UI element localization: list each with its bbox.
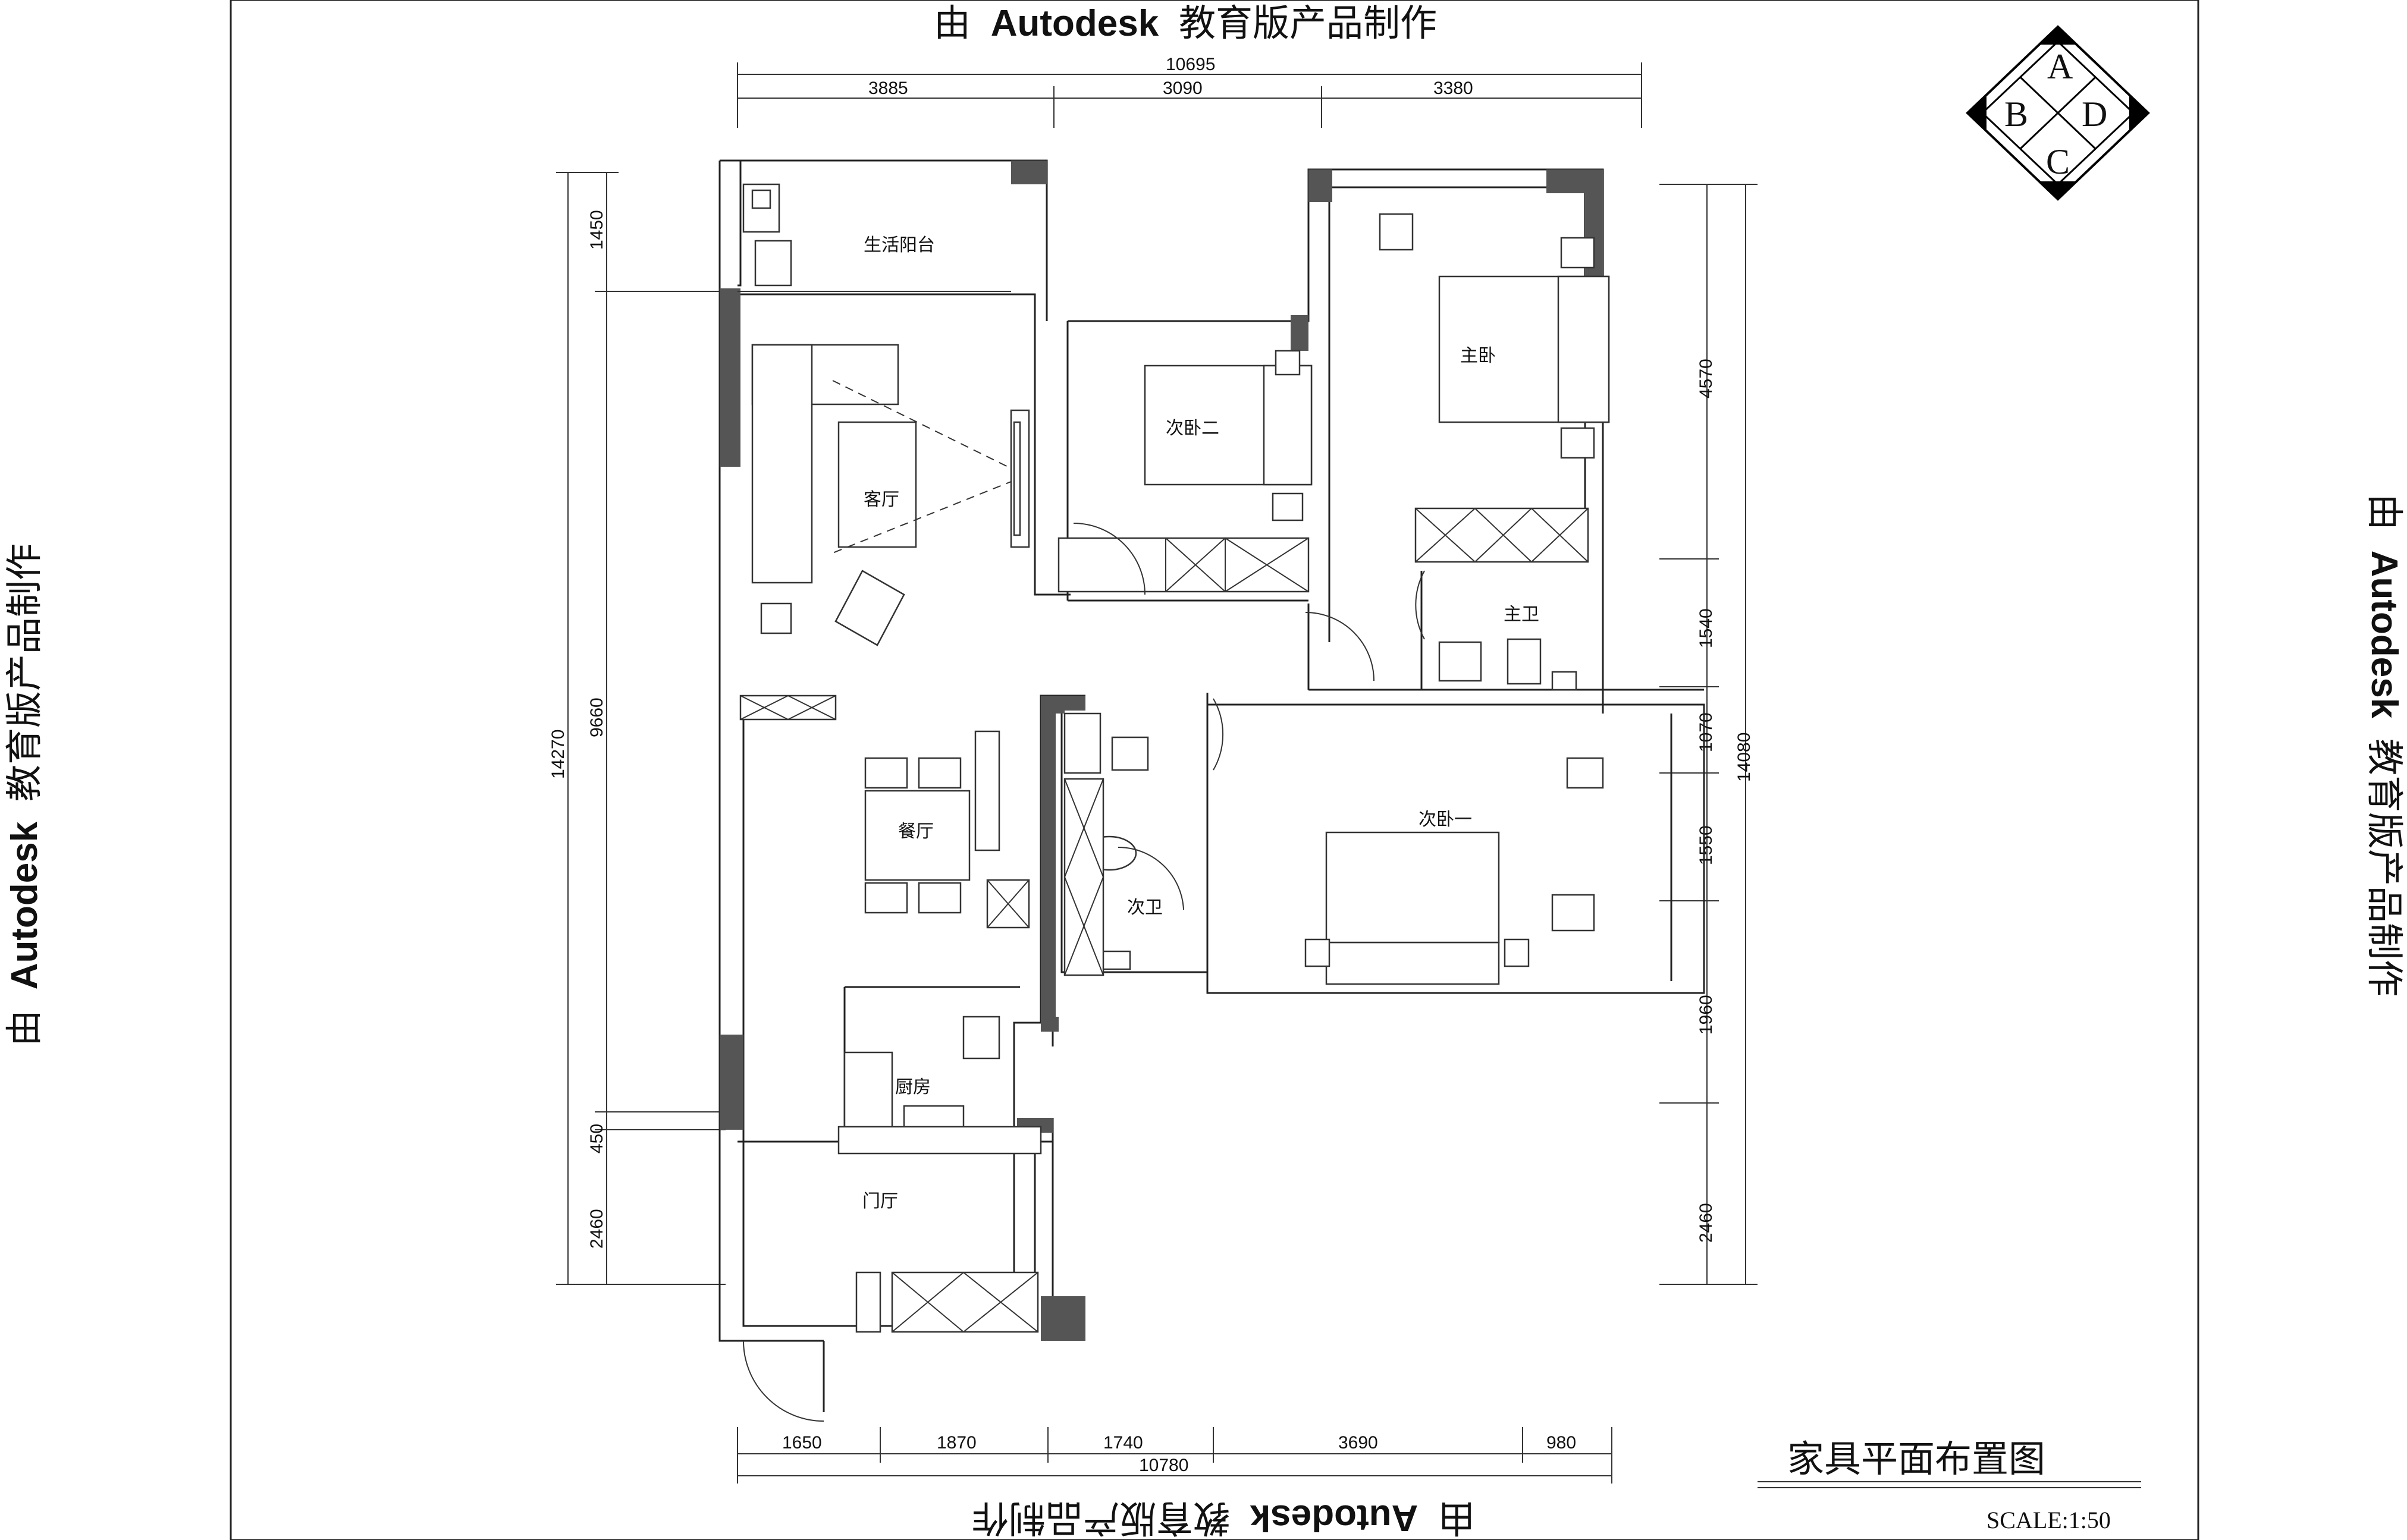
watermark-top: 由 Autodesk 教育版产品制作: [934, 1, 1437, 45]
room-balcony: 生活阳台: [864, 235, 935, 256]
dim-bottom-5: 980: [1546, 1433, 1576, 1453]
dim-top-1: 3885: [868, 78, 908, 98]
elevation-index-symbol: A B D C: [1966, 25, 2150, 201]
dim-bottom-3: 1740: [1103, 1433, 1143, 1453]
room-dining: 餐厅: [898, 821, 934, 842]
dimension-top: 10695 3885 3090 3380: [737, 55, 1642, 128]
room-master-bath: 主卫: [1504, 604, 1539, 625]
room-labels: 生活阳台 客厅 次卧二 主卧 主卫 餐厅 次卫 次卧一 厨房 门厅: [862, 235, 1539, 1212]
dim-right-6: 2460: [1696, 1203, 1716, 1243]
dim-right-4: 1550: [1696, 825, 1716, 865]
dim-left-3: 450: [587, 1124, 607, 1154]
dim-left-1: 1450: [587, 210, 607, 250]
dim-top-2: 3090: [1163, 78, 1203, 98]
dim-left-2: 9660: [587, 697, 607, 737]
room-bedroom1: 次卧一: [1419, 809, 1472, 830]
dim-right-2: 1540: [1696, 608, 1716, 648]
room-kitchen: 厨房: [895, 1077, 931, 1098]
drawing-scale: SCALE:1:50: [1987, 1507, 2111, 1533]
room-living: 客厅: [864, 489, 899, 510]
dim-left-total: 14270: [548, 730, 568, 779]
compass-label-a: A: [2047, 47, 2073, 86]
compass-label-b: B: [2004, 95, 2028, 134]
furniture: [738, 183, 1610, 1422]
dim-top-total: 10695: [1166, 55, 1215, 74]
room-bath2: 次卫: [1127, 897, 1163, 918]
dimension-left: 1450 14270 9660 450 2460: [548, 172, 726, 1285]
dim-bottom-4: 3690: [1338, 1433, 1378, 1453]
dim-top-3: 3380: [1433, 78, 1473, 98]
room-master-bedroom: 主卧: [1460, 345, 1496, 366]
dimension-right: 4570 1540 1070 14080 1550 1960 2460: [1659, 184, 1758, 1285]
watermark-bottom: 由 Autodesk 教育版产品制作: [972, 1497, 1475, 1540]
dim-right-3: 1070: [1696, 712, 1716, 752]
dim-right-5: 1960: [1696, 995, 1716, 1035]
room-foyer: 门厅: [862, 1191, 898, 1212]
room-bedroom2: 次卧二: [1166, 418, 1219, 439]
drawing-title: 家具平面布置图: [1787, 1437, 2045, 1481]
dim-bottom-1: 1650: [782, 1433, 822, 1453]
compass-label-c: C: [2046, 142, 2070, 181]
drawing-frame: [230, 0, 2199, 1540]
dim-bottom-2: 1870: [937, 1433, 977, 1453]
dim-left-4: 2460: [587, 1209, 607, 1249]
title-block: 家具平面布置图 SCALE:1:50: [1758, 1437, 2141, 1533]
dimension-bottom: 1650 1870 1740 3690 980 10780: [737, 1427, 1612, 1484]
watermark-left: 由 Autodesk 教育版产品制作: [2, 543, 46, 1046]
dim-bottom-total: 10780: [1139, 1456, 1188, 1475]
compass-label-d: D: [2082, 95, 2107, 134]
dim-right-1: 4570: [1696, 359, 1716, 398]
watermark-right: 由 Autodesk 教育版产品制作: [2363, 494, 2406, 997]
dim-right-total: 14080: [1734, 733, 1754, 782]
